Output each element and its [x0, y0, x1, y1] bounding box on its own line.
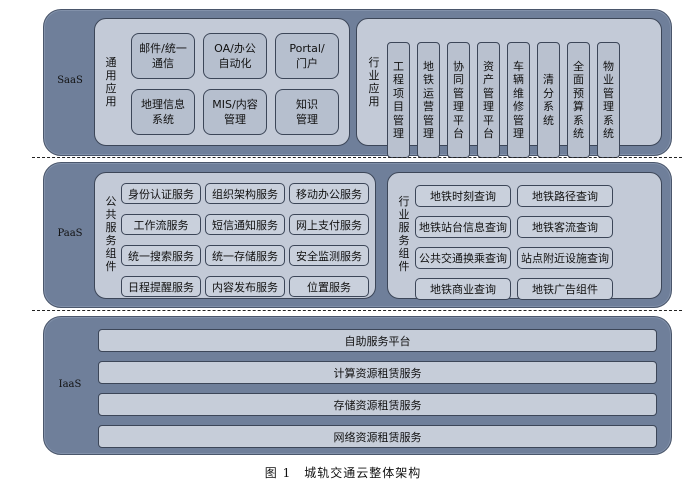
layer-divider — [32, 310, 682, 311]
industry-app-text: 车辆维修管理 — [513, 59, 524, 141]
industry-app-tile: 物业管理系统 — [597, 42, 620, 158]
saas-layer-label: SaaS — [57, 75, 83, 86]
network-leasing-bar: 网络资源租赁服务 — [98, 425, 657, 448]
industry-service-item: 地铁路径查询 — [517, 185, 613, 207]
iaas-layer-label: IaaS — [58, 379, 82, 390]
public-service-item: 统一搜索服务 — [121, 245, 201, 266]
public-service-item: 内容发布服务 — [205, 276, 285, 297]
industry-services-label: 行业服务组件 — [397, 195, 411, 273]
industry-service-item: 地铁站台信息查询 — [415, 216, 511, 238]
industry-app-tile: 清分系统 — [537, 42, 560, 158]
industry-services-group: 行业服务组件 地铁时刻查询 地铁路径查询 地铁站台信息查询 地铁客流查询 公共交… — [387, 172, 662, 300]
industry-service-item: 地铁广告组件 — [517, 278, 613, 300]
paas-layer: PaaS 公共服务组件 身份认证服务 组织架构服务 移动办公服务 工作流服务 短… — [43, 162, 672, 308]
saas-layer: SaaS 通用应用 邮件/统一 通信 OA/办公 自动化 Portal/ 门户 … — [43, 9, 672, 158]
industry-app-text: 全面预算系统 — [573, 59, 584, 141]
compute-leasing-bar: 计算资源租赁服务 — [98, 361, 657, 384]
public-service-item: 安全监测服务 — [289, 245, 369, 266]
industry-app-text: 清分系统 — [543, 73, 554, 127]
common-apps-group: 通用应用 邮件/统一 通信 OA/办公 自动化 Portal/ 门户 地理信息 … — [94, 18, 350, 146]
public-service-item: 日程提醒服务 — [121, 276, 201, 297]
industry-service-item: 站点附近设施查询 — [517, 247, 613, 269]
industry-app-tile: 资产管理平台 — [477, 42, 500, 158]
public-service-item: 组织架构服务 — [205, 183, 285, 204]
public-services-label: 公共服务组件 — [104, 195, 118, 273]
public-service-item: 短信通知服务 — [205, 214, 285, 235]
common-apps-label-char: 通用应用 — [105, 56, 117, 108]
industry-service-item: 公共交通换乘查询 — [415, 247, 511, 269]
layer-divider — [32, 157, 682, 158]
industry-apps-label-char: 行业应用 — [368, 56, 380, 108]
oa-app-tile: OA/办公 自动化 — [203, 33, 267, 79]
industry-app-tile: 协同管理平台 — [447, 42, 470, 158]
email-app-tile: 邮件/统一 通信 — [131, 33, 195, 79]
gis-app-tile: 地理信息 系统 — [131, 89, 195, 135]
industry-service-item: 地铁客流查询 — [517, 216, 613, 238]
public-services-group: 公共服务组件 身份认证服务 组织架构服务 移动办公服务 工作流服务 短信通知服务… — [94, 172, 376, 299]
industry-service-item: 地铁时刻查询 — [415, 185, 511, 207]
public-service-item: 身份认证服务 — [121, 183, 201, 204]
storage-leasing-bar: 存储资源租赁服务 — [98, 393, 657, 416]
industry-app-text: 物业管理系统 — [603, 59, 614, 141]
industry-app-text: 协同管理平台 — [453, 59, 464, 141]
public-service-item: 位置服务 — [289, 276, 369, 297]
industry-app-tile: 工程项目管理 — [387, 42, 410, 158]
public-service-item: 工作流服务 — [121, 214, 201, 235]
industry-services-label-char: 行业服务组件 — [398, 195, 410, 273]
industry-apps-group: 行业应用 工程项目管理 地铁运营管理 协同管理平台 资产管理平台 车辆维修管理 … — [356, 18, 662, 158]
industry-app-tile: 全面预算系统 — [567, 42, 590, 158]
common-apps-label: 通用应用 — [104, 56, 118, 108]
public-services-label-char: 公共服务组件 — [105, 195, 117, 273]
mis-app-tile: MIS/内容 管理 — [203, 89, 267, 135]
industry-app-tile: 车辆维修管理 — [507, 42, 530, 158]
knowledge-app-tile: 知识 管理 — [275, 89, 339, 135]
industry-app-tile: 地铁运营管理 — [417, 42, 440, 158]
public-service-item: 网上支付服务 — [289, 214, 369, 235]
portal-app-tile: Portal/ 门户 — [275, 33, 339, 79]
industry-app-text: 资产管理平台 — [483, 59, 494, 141]
public-service-item: 统一存储服务 — [205, 245, 285, 266]
paas-layer-label: PaaS — [57, 228, 83, 239]
industry-app-text: 工程项目管理 — [393, 59, 404, 141]
industry-service-item: 地铁商业查询 — [415, 278, 511, 300]
public-service-item: 移动办公服务 — [289, 183, 369, 204]
figure-caption: 图 1 城轨交通云整体架构 — [264, 466, 422, 480]
industry-apps-label: 行业应用 — [367, 56, 381, 108]
industry-app-text: 地铁运营管理 — [423, 59, 434, 141]
self-service-platform-bar: 自助服务平台 — [98, 329, 657, 352]
